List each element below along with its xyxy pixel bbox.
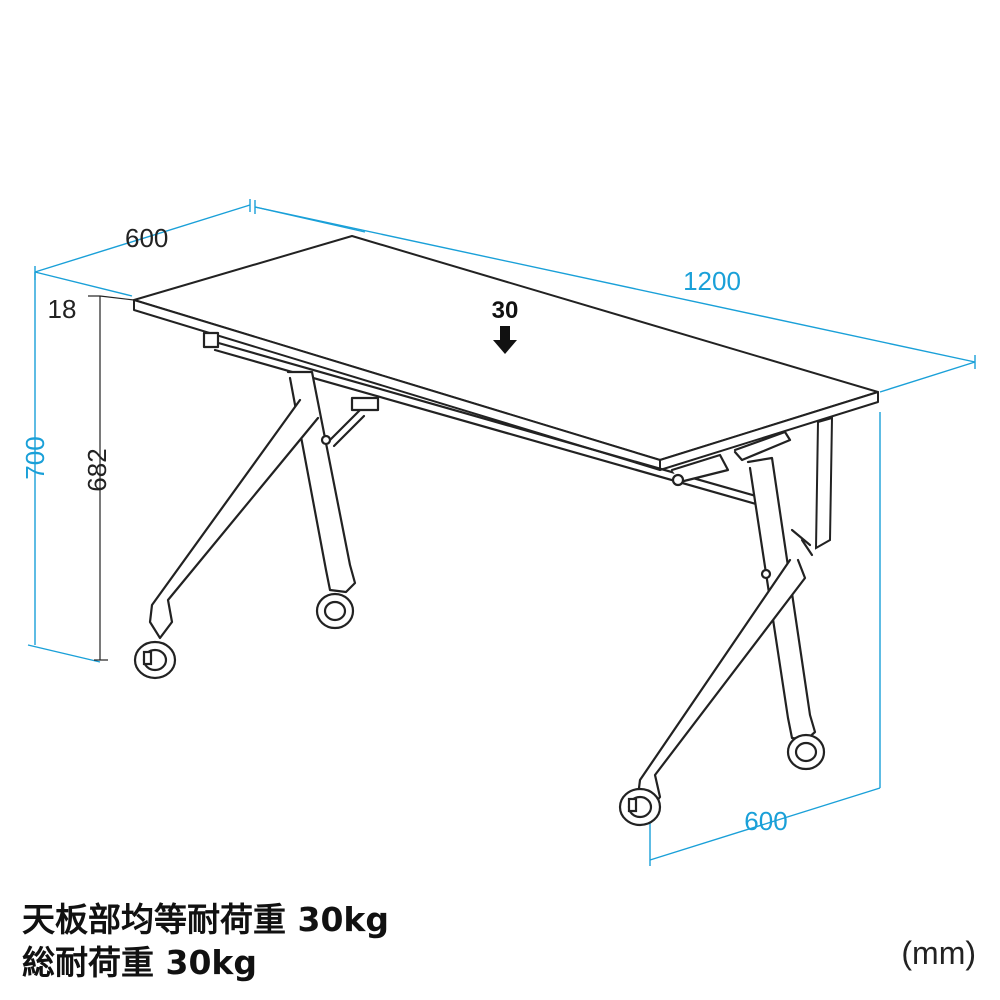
caster-front-right [618,787,662,827]
dim-top-thickness: 18 [48,294,77,324]
dim-leg-height: 682 [82,448,112,491]
dim-total-height: 700 [20,436,50,479]
load-value: 30 [492,297,519,324]
spec-total-load: 総耐荷重 30kg [22,943,257,982]
load-arrow-icon [493,326,517,354]
dim-depth-base: 600 [744,806,787,836]
spec-top-load: 天板部均等耐荷重 30kg [22,900,389,939]
table-top [133,235,879,471]
unit-label: (mm) [901,935,976,971]
inner-dimension-lines [88,295,135,661]
modesty-panel [814,416,834,550]
table-frame [148,331,817,814]
caster-front-left [133,640,177,680]
dimension-lines [27,199,976,866]
casters [133,592,826,827]
caster-rear-right [786,733,826,771]
caster-rear-left [315,592,355,630]
dim-depth-top: 600 [125,223,168,253]
dim-width: 1200 [683,266,741,296]
